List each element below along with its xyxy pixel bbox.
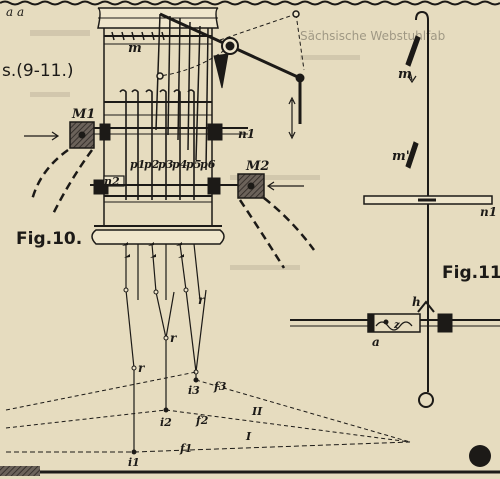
fig11-label-n1: n1 <box>480 205 497 219</box>
fig10-cord-rings <box>123 287 199 375</box>
fig10-p-labels: p1 p2 p3 p4 p5 p6 <box>130 158 216 171</box>
fig10-shed-line-f2 <box>165 409 411 443</box>
fig10-label-I: I <box>245 430 252 443</box>
fig10-label-p4: p4 <box>172 158 187 171</box>
fig10-left-block <box>99 123 111 141</box>
fig11-needle-eye <box>418 392 434 408</box>
fig10-point-i1 <box>131 449 137 455</box>
fig10-cardchain-left-2 <box>50 149 94 217</box>
fig10-cylinder-M2 <box>237 173 265 199</box>
fig11-label-mprime: m' <box>392 149 410 164</box>
fig10-cardchain-right-2 <box>263 197 316 251</box>
fig10-shed-line-mid-left <box>5 409 167 429</box>
fig11-label-z: z <box>393 320 400 331</box>
fig10-frame-base <box>91 229 225 245</box>
fig10-lever-dashed-upper <box>219 13 297 41</box>
top-fragment-text: a a <box>6 5 24 19</box>
fig10-upper-ticks <box>111 31 165 41</box>
fig11-label-a: a <box>372 335 380 349</box>
fig10-label-m: m <box>128 41 142 56</box>
fig10-cardchain-left-1 <box>30 148 69 201</box>
breast-beam-dot <box>469 445 491 467</box>
fig10-label-f2: f2 <box>195 414 209 427</box>
fig10-label-n1: n1 <box>238 127 255 141</box>
fig10-caption: Fig.10. <box>16 229 82 249</box>
fig10-shed-line-f3 <box>195 379 411 443</box>
fig10-point-i3 <box>193 377 199 383</box>
fig11-spring-box-end <box>367 313 375 333</box>
fig11-caption: Fig.11. <box>442 263 500 283</box>
bottom-left-hatch <box>0 466 40 476</box>
fig11-right-block <box>437 313 453 333</box>
fig10-cylinder-M1 <box>69 121 95 149</box>
refs-label: s.(9-11.) <box>2 61 74 81</box>
fig10-label-f3: f3 <box>213 380 227 393</box>
fig10-arrow-M1 <box>24 131 60 141</box>
fig10-cylinder-M2-axle <box>247 182 255 190</box>
fig10-label-r-mid: r <box>170 331 178 345</box>
fig10-arrow-M2 <box>266 181 304 191</box>
fig10-upper-wires <box>155 13 209 171</box>
fig11-pin <box>383 319 389 325</box>
fig11-diagram <box>290 10 500 408</box>
fig11-label-m: m <box>398 67 412 82</box>
fig10-lever-end-upper <box>292 10 300 18</box>
fig10-point-i2 <box>163 407 169 413</box>
fig10-cardchain-right-1 <box>238 199 286 269</box>
fig10-label-r-right: r <box>198 293 206 307</box>
fig10-right-block <box>207 123 223 141</box>
fig10-label-p5: p5 <box>186 158 201 171</box>
fig10-label-r-left: r <box>138 361 146 375</box>
fig10-label-p6: p6 <box>200 158 216 171</box>
fig10-lever-end-lower <box>156 72 164 80</box>
fig10-label-i3: i3 <box>188 384 200 397</box>
fig10-shed-line-f1 <box>133 441 411 453</box>
fig11-needle-hook <box>415 10 429 21</box>
fig10-lever-dashed-right <box>295 13 305 71</box>
header-fragment-text: Sächsische Webstuhlfab <box>300 29 445 43</box>
fig10-label-p1: p1 <box>130 158 145 171</box>
fig10-label-i2: i2 <box>160 416 172 429</box>
fig11-label-h: h <box>412 295 421 309</box>
fig11-arrow-m <box>407 71 417 84</box>
fig11-spring <box>375 321 413 331</box>
fig10-diagram <box>0 7 500 476</box>
fig10-label-p2: p2 <box>144 158 160 171</box>
fig11-knife-mprime <box>405 141 419 169</box>
fig10-label-n2: n2 <box>104 175 120 188</box>
fig10-shed-line-top-left <box>5 371 197 411</box>
fig10-label-M1: M1 <box>71 107 95 122</box>
top-border-ornament <box>0 0 500 6</box>
fig11-knife-m <box>405 35 421 67</box>
fig11-hook-h <box>417 300 435 313</box>
fig10-lever-end <box>295 73 305 83</box>
fig10-pivot-center <box>225 41 235 51</box>
fig10-cylinder-M1-axle <box>78 131 86 139</box>
fig10-label-i1: i1 <box>128 456 140 469</box>
fig10-cord-weights <box>122 242 184 258</box>
fig10-updown-arrow <box>288 96 296 140</box>
fig10-label-II: II <box>251 405 263 418</box>
fig10-label-M2: M2 <box>245 159 269 174</box>
fig10-label-p3: p3 <box>158 158 174 171</box>
fig10-label-f1: f1 <box>179 442 192 455</box>
fig10-bracket <box>213 53 229 89</box>
show-through-text <box>30 30 360 270</box>
